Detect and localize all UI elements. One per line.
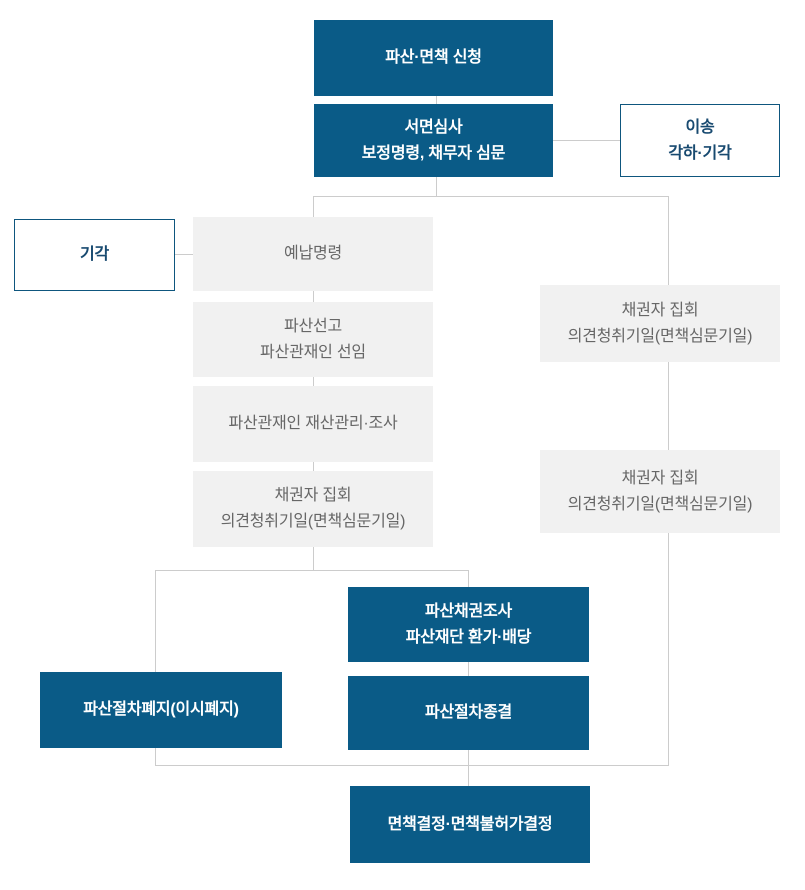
connector-abolition-down-stub — [155, 748, 156, 765]
node-deposit-order: 예납명령 — [193, 217, 433, 291]
node-creditors-meeting-right-1: 채권자 집회 의견청취기일(면책심문기일) — [540, 285, 780, 362]
node-label: 면책결정·면책불허가결정 — [387, 815, 553, 833]
node-label: 의견청취기일(면책심문기일) — [567, 327, 753, 345]
connector-meeting-right-1-2 — [668, 362, 669, 450]
connector-to-abolition — [155, 571, 156, 672]
node-label: 보정명령, 채무자 심문 — [361, 144, 506, 162]
node-label: 파산채권조사 — [424, 602, 513, 620]
node-label: 의견청취기일(면책심문기일) — [567, 495, 753, 513]
connector-meeting-left-down-stub — [313, 547, 314, 570]
node-label: 파산선고 — [283, 317, 343, 335]
node-rejection: 기각 — [14, 219, 175, 291]
node-label: 파산절차폐지(이시폐지) — [83, 701, 239, 718]
node-label: 기각 — [79, 246, 110, 263]
connector-closure-down-stub — [468, 750, 469, 765]
node-transfer-dismissal: 이송 각하·기각 — [620, 104, 780, 177]
connector-apply-review — [436, 96, 437, 104]
connector-claims-closure — [468, 662, 469, 676]
connector-declare-manage — [313, 377, 314, 386]
node-trustee-asset-management: 파산관재인 재산관리·조사 — [193, 386, 433, 462]
connector-to-claims — [468, 571, 469, 587]
connector-branch-rail-top — [313, 196, 669, 197]
node-claims-investigation: 파산채권조사 파산재단 환가·배당 — [348, 587, 589, 662]
node-label: 이송 — [685, 118, 715, 136]
node-label: 파산관재인 선임 — [260, 343, 366, 361]
connector-to-meeting-right-1 — [668, 197, 669, 285]
node-label: 의견청취기일(면책심문기일) — [220, 513, 406, 530]
node-label: 예납명령 — [283, 245, 343, 262]
connector-deposit-declare — [313, 291, 314, 302]
node-label: 서면심사 — [404, 118, 463, 136]
connector-branch-rail-middle — [155, 570, 469, 571]
connector-review-down-stub — [436, 177, 437, 196]
node-label: 파산재단 환가·배당 — [405, 628, 532, 646]
connector-meeting-right-2-down — [668, 533, 669, 765]
node-label: 채권자 집회 — [274, 487, 352, 504]
connector-review-transfer — [553, 140, 620, 141]
connector-to-discharge — [468, 766, 469, 786]
connector-to-deposit — [313, 197, 314, 217]
node-bankruptcy-declaration: 파산선고 파산관재인 선임 — [193, 302, 433, 377]
node-label: 각하·기각 — [668, 144, 732, 162]
node-label: 파산관재인 재산관리·조사 — [228, 415, 398, 432]
node-bankruptcy-discharge-application: 파산·면책 신청 — [314, 20, 553, 96]
connector-dismiss-deposit — [175, 254, 193, 255]
node-label: 파산·면책 신청 — [385, 49, 482, 66]
connector-branch-rail-bottom — [155, 765, 669, 766]
node-written-review: 서면심사 보정명령, 채무자 심문 — [314, 104, 553, 177]
node-creditors-meeting-left: 채권자 집회 의견청취기일(면책심문기일) — [193, 471, 433, 547]
connector-manage-meeting-left — [313, 462, 314, 471]
node-label: 채권자 집회 — [621, 469, 699, 487]
node-procedure-abolition: 파산절차폐지(이시폐지) — [40, 672, 282, 748]
node-procedure-closure: 파산절차종결 — [348, 676, 589, 750]
node-label: 채권자 집회 — [621, 301, 699, 319]
node-label: 파산절차종결 — [424, 704, 513, 721]
node-discharge-decision: 면책결정·면책불허가결정 — [350, 786, 590, 863]
node-creditors-meeting-right-2: 채권자 집회 의견청취기일(면책심문기일) — [540, 450, 780, 533]
